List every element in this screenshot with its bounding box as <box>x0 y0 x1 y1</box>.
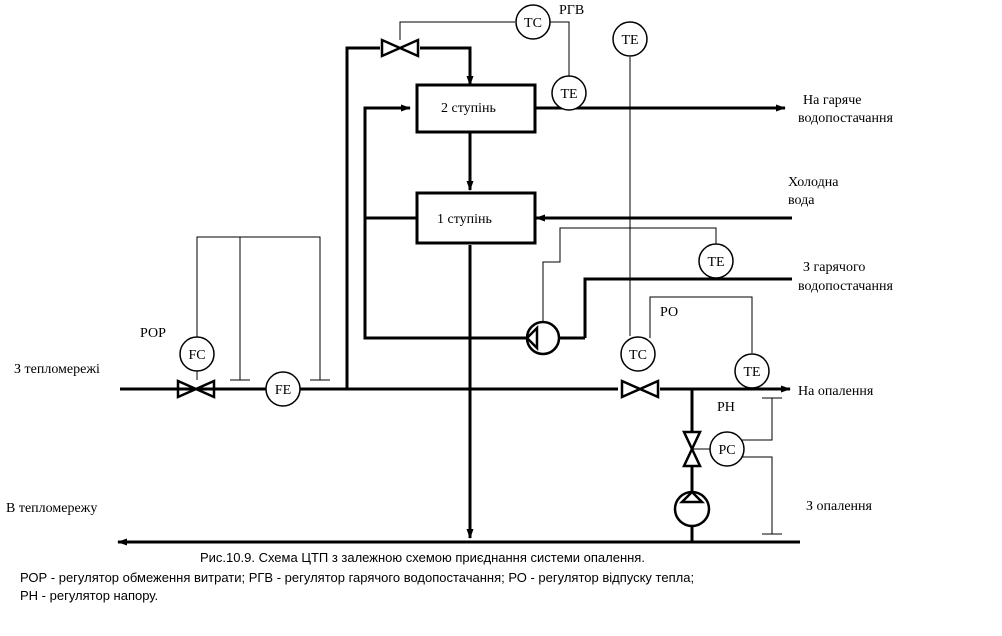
tc-top-label: TC <box>524 16 542 31</box>
te-bottom-label: TE <box>743 365 760 380</box>
valve-rn-icon <box>682 430 702 468</box>
stage2-exchanger: 2 ступінь <box>415 83 537 134</box>
hot-return-label-2: водопостачання <box>798 279 893 294</box>
te-top-instrument: TE <box>551 75 587 111</box>
tc-bottom-instrument: TC <box>620 336 656 372</box>
from-heat-network-label: З тепломережі <box>14 362 100 377</box>
te-mid-instrument: TE <box>698 243 734 279</box>
tc-top-instrument: TC <box>515 4 551 40</box>
ror-label: РОР <box>140 326 166 341</box>
cold-water-label-2: вода <box>788 193 815 208</box>
pc-label: PC <box>718 443 735 458</box>
ro-label: РО <box>660 305 678 320</box>
circulation-pump-icon <box>525 320 561 356</box>
hot-supply-out-label-1: На гаряче <box>803 93 861 108</box>
stage1-exchanger: 1 ступінь <box>415 191 537 245</box>
te-bottom-instrument: TE <box>734 353 770 389</box>
fc-label: FC <box>188 348 205 363</box>
hot-return-label-1: З гарячого <box>803 260 865 275</box>
from-heating-label: З опалення <box>806 499 873 514</box>
fe-instrument: FE <box>265 371 301 407</box>
te-top-label: TE <box>560 87 577 102</box>
mixing-pump-icon <box>673 490 711 528</box>
main-pipes <box>117 46 800 546</box>
valve-rgv-icon <box>380 38 420 58</box>
caption-line-3: РН - регулятор напору. <box>20 588 158 603</box>
valve-ro-icon <box>620 379 660 399</box>
pc-instrument: PC <box>709 431 745 467</box>
fe-label: FE <box>275 383 291 398</box>
hot-supply-out-label-2: водопостачання <box>798 111 893 126</box>
recirculation-loop <box>363 104 585 340</box>
signal-lines <box>196 21 782 535</box>
riser-to-stage2 <box>345 46 380 389</box>
stage1-label: 1 ступінь <box>437 212 492 227</box>
hot-return-pipe <box>583 277 792 338</box>
rgv-label: РГВ <box>559 3 584 18</box>
rn-label: РН <box>717 400 735 415</box>
caption-line-2: РОР - регулятор обмеження витрати; РГВ -… <box>20 570 694 585</box>
te-mid-label: TE <box>707 255 724 270</box>
fc-instrument: FC <box>179 336 215 372</box>
caption-line-1: Рис.10.9. Схема ЦТП з залежною схемою пр… <box>200 550 645 565</box>
to-heat-network-label: В тепломережу <box>6 501 97 516</box>
tc-bottom-label: TC <box>629 348 647 363</box>
te-top-right-instrument: TE <box>612 21 648 57</box>
te-top-right-label: TE <box>621 33 638 48</box>
cold-water-label-1: Холодна <box>788 175 839 190</box>
valve-ror-icon <box>176 379 216 399</box>
to-heating-label: На опалення <box>798 384 874 399</box>
stage2-label: 2 ступінь <box>441 101 496 116</box>
valve-to-stage2 <box>420 46 474 86</box>
